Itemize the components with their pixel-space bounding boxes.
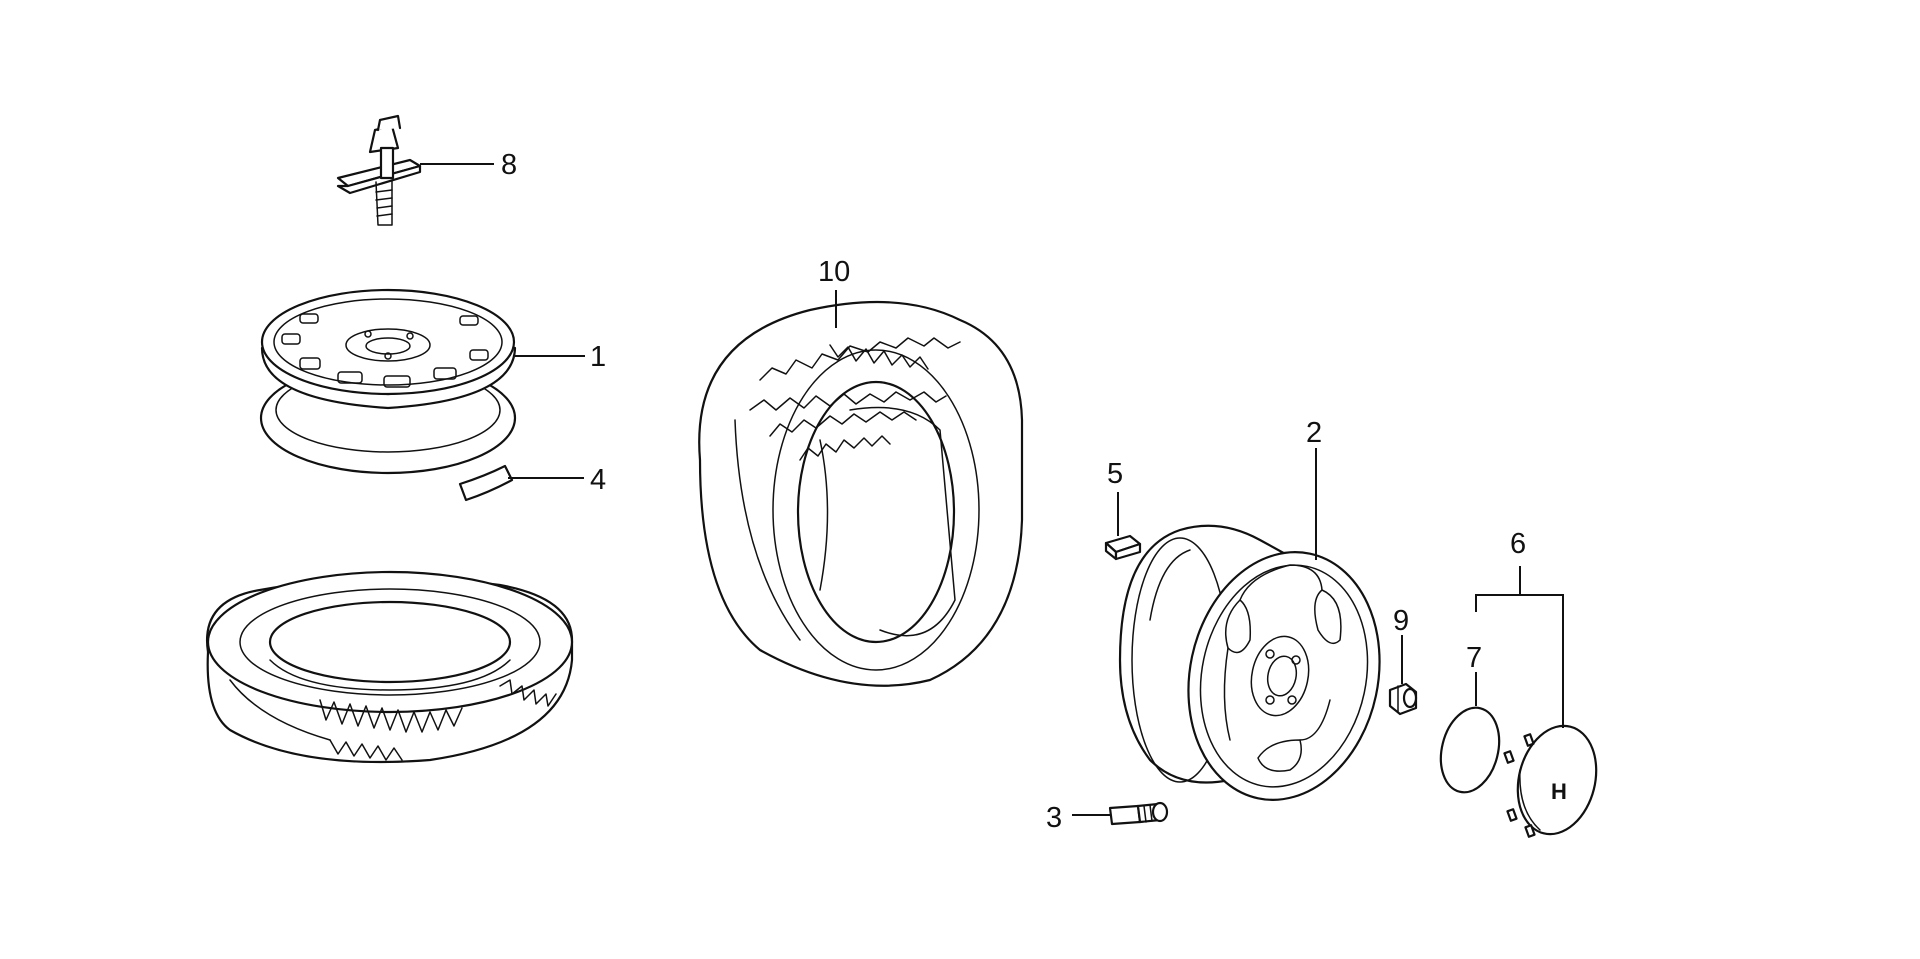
callout-6: 6 (1510, 528, 1526, 560)
wheel-nut (1388, 682, 1418, 716)
callout-2: 2 (1306, 417, 1322, 449)
callout-4: 4 (590, 464, 606, 496)
callout-1: 1 (590, 341, 606, 373)
tire (698, 300, 1024, 687)
valve-stem (1108, 801, 1169, 826)
callout-5: 5 (1107, 458, 1123, 490)
wheel-disk (1118, 524, 1381, 801)
leader-bracket-6 (1475, 594, 1564, 728)
emblem-disc (1439, 706, 1501, 794)
small-balance-weight (1104, 534, 1142, 561)
spare-tire (206, 570, 574, 764)
callout-7: 7 (1466, 642, 1482, 674)
honda-emblem-letter: H (1551, 779, 1567, 804)
callout-3: 3 (1046, 802, 1062, 834)
spare-tire-clamp-bolt (336, 114, 422, 226)
callout-10: 10 (818, 256, 850, 288)
wheel-center-cap: H (1503, 724, 1598, 838)
spare-wheel-disk (259, 288, 517, 475)
callout-9: 9 (1393, 605, 1409, 637)
callout-8: 8 (501, 149, 517, 181)
balance-weight (458, 464, 514, 502)
